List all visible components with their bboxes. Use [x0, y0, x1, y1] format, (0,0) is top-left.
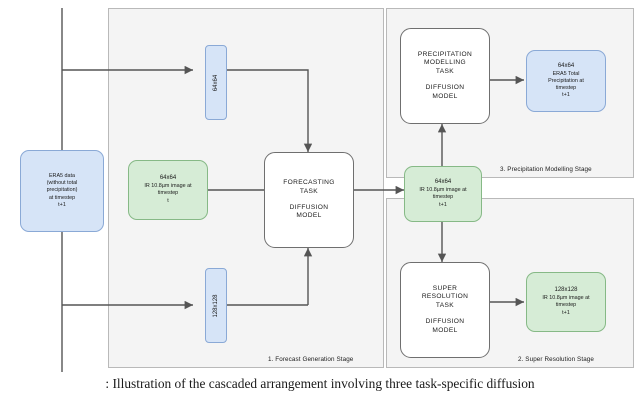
- panel-label-superres: 2. Super Resolution Stage: [518, 356, 595, 363]
- ir-image-t-line-1: IR 10.8µm image at: [144, 183, 192, 190]
- node-channel-64x64[interactable]: 64x64: [205, 45, 227, 120]
- ir-image-t-line-0: 64x64: [159, 175, 177, 182]
- precipitation-task-model-1: MODEL: [432, 92, 458, 100]
- era5-input-line-1: (without total: [46, 180, 78, 187]
- era5-input-line-3: at timestep: [48, 194, 76, 201]
- node-forecasting-task[interactable]: FORECASTING TASK DIFFUSION MODEL: [264, 152, 354, 248]
- precip-output-line-2: Precipitation at: [548, 77, 584, 84]
- precipitation-task-title-2: TASK: [435, 68, 455, 76]
- superres-task-model-1: MODEL: [432, 326, 458, 334]
- era5-input-line-4: t+1: [58, 201, 66, 208]
- ir-image-t1-line-1: IR 10.8µm image at: [419, 187, 467, 194]
- node-precipitation-output[interactable]: 64x64 ERA5 Total Precipitation at timest…: [526, 50, 606, 112]
- superres-output-line-3: t+1: [562, 309, 570, 316]
- superres-task-title-2: TASK: [435, 302, 455, 310]
- era5-input-line-0: ERA5 data: [48, 173, 76, 180]
- forecasting-task-title-0: FORECASTING: [283, 179, 335, 187]
- superres-output-line-0: 128x128: [554, 287, 578, 294]
- era5-input-line-2: precipitation): [46, 187, 78, 194]
- channel-128x128-label: 128x128: [213, 293, 219, 318]
- node-ir-image-t-plus-1[interactable]: 64x64 IR 10.8µm image at timestep t+1: [404, 166, 482, 222]
- node-super-resolution-output[interactable]: 128x128 IR 10.8µm image at timestep t+1: [526, 272, 606, 332]
- node-era5-input[interactable]: ERA5 data (without total precipitation) …: [20, 150, 104, 232]
- ir-image-t-line-2: timestep: [157, 190, 179, 197]
- precip-output-line-0: 64x64: [557, 62, 575, 69]
- panel-label-forecast: 1. Forecast Generation Stage: [268, 356, 354, 363]
- ir-image-t1-line-2: timestep: [432, 194, 454, 201]
- figure-caption: : Illustration of the cascaded arrangeme…: [105, 376, 535, 391]
- precip-output-line-1: ERA5 Total: [552, 70, 580, 77]
- node-channel-128x128[interactable]: 128x128: [205, 268, 227, 343]
- panel-label-precipitation: 3. Precipitation Modelling Stage: [500, 166, 592, 173]
- superres-output-line-2: timestep: [555, 302, 577, 309]
- ir-image-t1-line-0: 64x64: [434, 179, 452, 186]
- superres-task-title-1: RESOLUTION: [421, 293, 469, 301]
- node-precipitation-modelling-task[interactable]: PRECIPITATION MODELLING TASK DIFFUSION M…: [400, 28, 490, 124]
- superres-task-model-0: DIFFUSION: [425, 317, 465, 325]
- superres-task-title-0: SUPER: [432, 284, 458, 292]
- precipitation-task-title-1: MODELLING: [424, 59, 466, 67]
- forecasting-task-title-1: TASK: [299, 187, 319, 195]
- channel-64x64-label: 64x64: [213, 74, 219, 91]
- precipitation-task-title-0: PRECIPITATION: [417, 50, 473, 58]
- precip-output-line-4: t+1: [562, 92, 570, 99]
- ir-image-t-line-3: t: [167, 197, 169, 204]
- node-super-resolution-task[interactable]: SUPER RESOLUTION TASK DIFFUSION MODEL: [400, 262, 490, 358]
- superres-output-line-1: IR 10.8µm image at: [542, 295, 590, 302]
- forecasting-task-model-1: MODEL: [296, 212, 322, 220]
- precip-output-line-3: timestep: [555, 84, 577, 91]
- forecasting-task-model-0: DIFFUSION: [289, 203, 329, 211]
- precipitation-task-model-0: DIFFUSION: [425, 83, 465, 91]
- node-ir-image-t[interactable]: 64x64 IR 10.8µm image at timestep t: [128, 160, 208, 220]
- ir-image-t1-line-3: t+1: [439, 201, 447, 208]
